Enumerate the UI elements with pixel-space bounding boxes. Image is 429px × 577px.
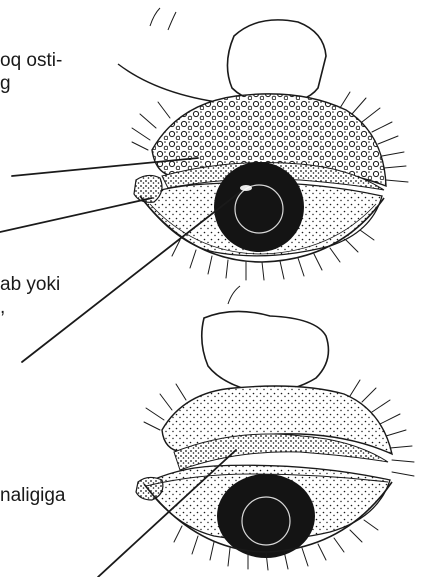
sketch-mark: [150, 8, 160, 26]
highlight-top: [240, 185, 252, 191]
sketch-mark: [168, 12, 176, 30]
iris-top: [214, 162, 304, 252]
sketch-mark: [228, 286, 240, 304]
finger-top: [227, 20, 326, 104]
finger-edge-top: [118, 64, 232, 104]
finger-bottom: [202, 311, 329, 392]
bottom-eye: [136, 286, 414, 570]
top-eye: [118, 8, 408, 280]
leader-line-2: [0, 198, 152, 232]
